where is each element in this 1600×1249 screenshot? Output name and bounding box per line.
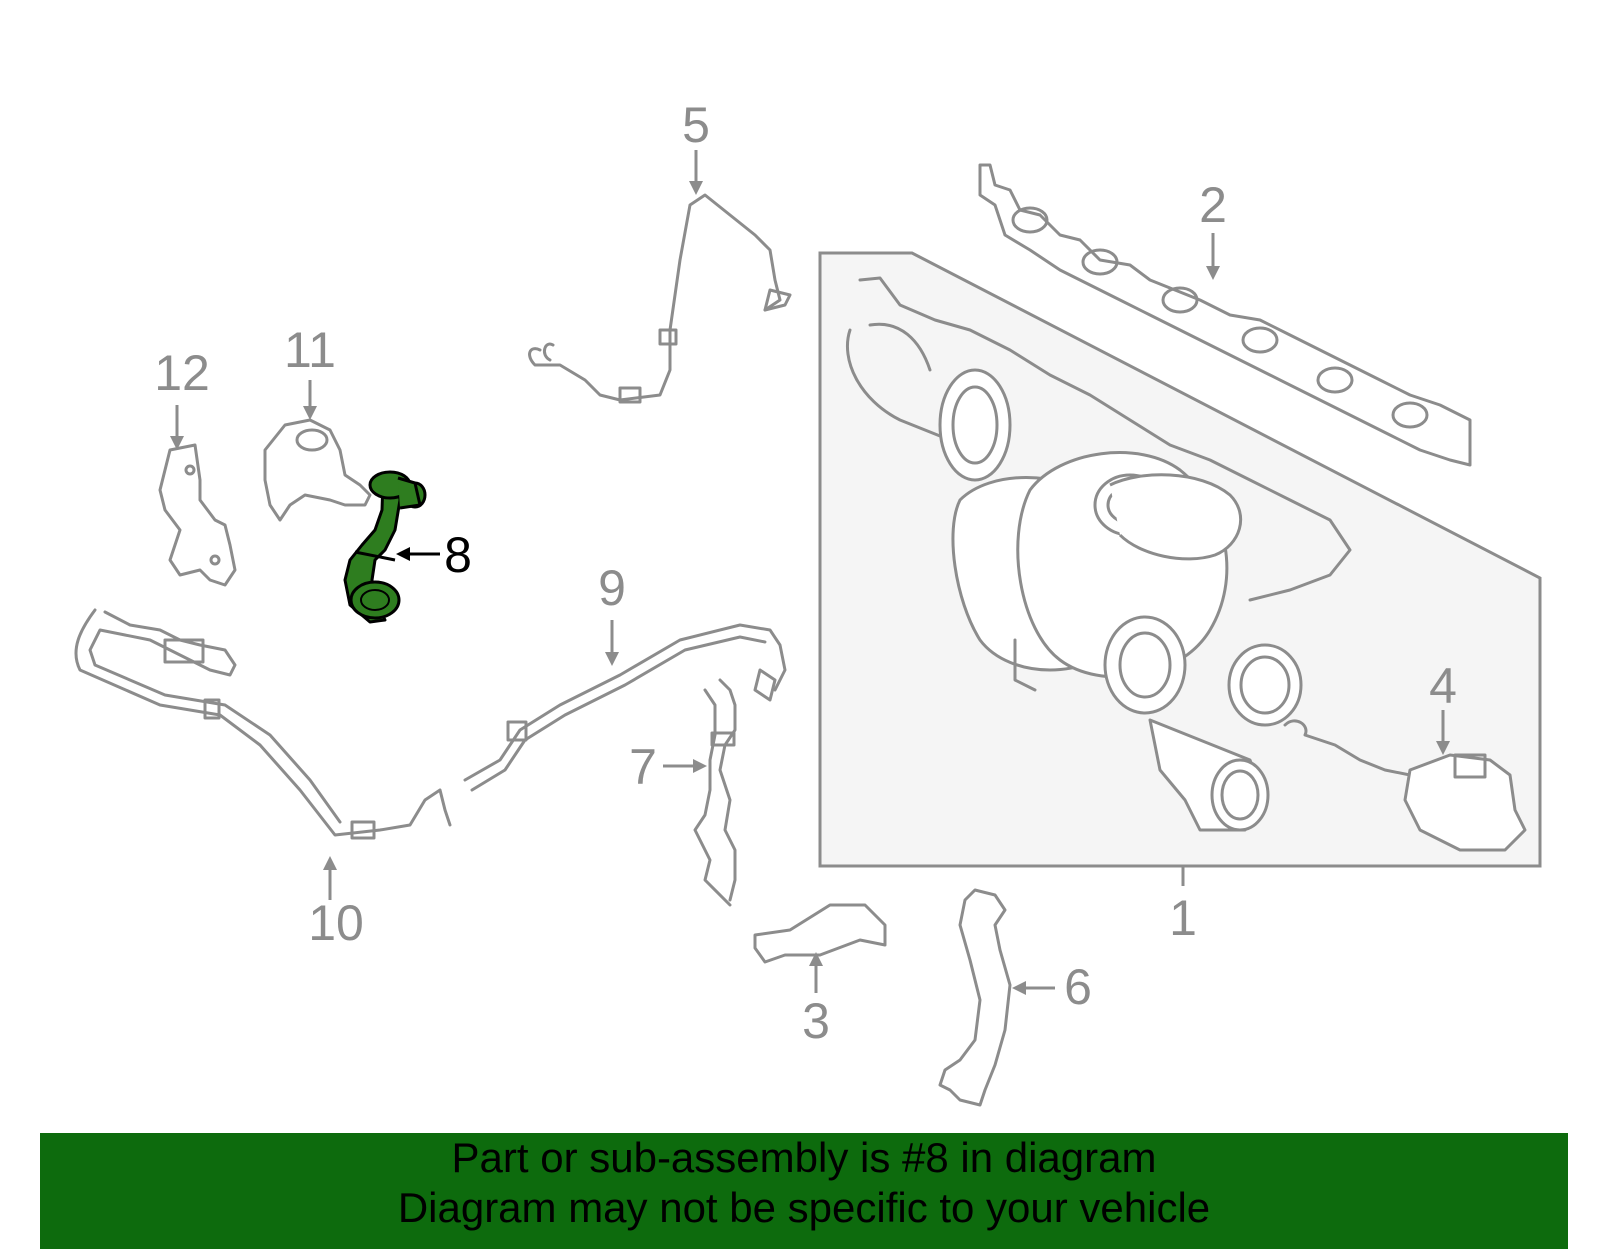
part-12-bracket xyxy=(158,405,237,587)
callout-5: 5 xyxy=(682,97,710,153)
part-10-line xyxy=(74,608,452,900)
callout-1: 1 xyxy=(1169,890,1197,946)
callout-3: 3 xyxy=(802,993,830,1049)
part-7-pipe xyxy=(663,678,737,907)
banner-line-1: Part or sub-assembly is #8 in diagram xyxy=(451,1134,1157,1181)
callout-10: 10 xyxy=(308,895,364,951)
banner-line-2: Diagram may not be specific to your vehi… xyxy=(397,1184,1211,1231)
part-3-bracket xyxy=(753,903,887,993)
part-5-oil-line xyxy=(528,150,792,404)
part-11-pump xyxy=(263,380,372,522)
part-8-coolant-hose-highlighted xyxy=(343,470,440,624)
callout-8: 8 xyxy=(444,527,472,583)
part-2-gasket xyxy=(978,163,1472,467)
callout-9: 9 xyxy=(598,560,626,616)
callout-11: 11 xyxy=(284,322,336,378)
part-6-hose xyxy=(938,888,1055,1107)
part-4-actuator xyxy=(1283,710,1527,852)
turbocharger-drawing xyxy=(845,276,1352,832)
part-9-line xyxy=(463,620,787,792)
callout-2: 2 xyxy=(1199,177,1227,233)
callout-6: 6 xyxy=(1064,959,1092,1015)
info-banner: Part or sub-assembly is #8 in diagram Di… xyxy=(40,1133,1568,1249)
callout-4: 4 xyxy=(1429,658,1457,714)
callout-12: 12 xyxy=(154,345,210,401)
callout-7: 7 xyxy=(629,739,657,795)
